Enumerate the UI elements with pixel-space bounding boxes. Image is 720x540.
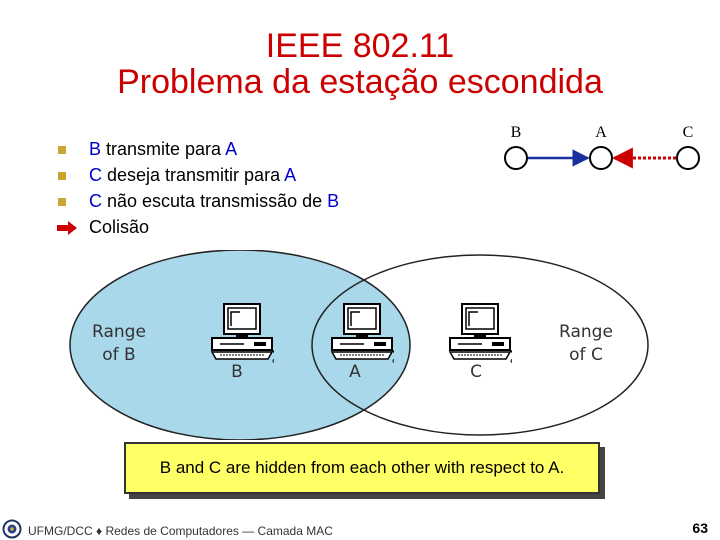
bullet-item: C deseja transmitir para A: [56, 162, 339, 188]
station-name: B: [327, 191, 340, 211]
station-a-label: A: [349, 362, 361, 382]
square-bullet-icon: [58, 198, 66, 206]
arrow-bullet-icon: [57, 221, 77, 235]
station-c-label: C: [470, 362, 482, 382]
bullet-text: transmite para: [101, 139, 226, 159]
station-b-label: B: [231, 362, 243, 382]
station-name: A: [225, 139, 238, 159]
range-b-label-2: of B: [102, 345, 135, 365]
bullet-text: não escuta transmissão de: [102, 191, 328, 211]
bullet-item: C não escuta transmissão de B: [56, 188, 339, 214]
square-bullet-icon: [58, 146, 66, 154]
range-c-label-1: Range: [559, 322, 613, 342]
hidden-station-schematic: B A C: [504, 124, 700, 170]
station-name: C: [89, 165, 102, 185]
station-name: C: [89, 191, 102, 211]
bullet-item: Colisão: [56, 214, 339, 240]
bullet-text: deseja transmitir para: [102, 165, 285, 185]
ufmg-logo-icon: [2, 519, 22, 539]
caption-box: B and C are hidden from each other with …: [124, 442, 600, 494]
range-of-c-area: [311, 254, 649, 436]
square-bullet-icon: [58, 172, 66, 180]
range-c-label-2: of C: [569, 345, 603, 365]
node-b-label: B: [511, 124, 522, 141]
node-a: [589, 146, 613, 170]
station-name: A: [284, 165, 297, 185]
node-c-label: C: [683, 124, 694, 141]
title-line-2: Problema da estação escondida: [117, 63, 603, 101]
page-number: 63: [692, 520, 708, 536]
bullet-item: B transmite para A: [56, 136, 339, 162]
range-diagram: Range of B Range of C B A C: [69, 250, 649, 440]
slide-title: IEEE 802.11 Problema da estação escondid…: [0, 28, 720, 100]
title-line-1: IEEE 802.11: [265, 27, 455, 65]
range-b-label-1: Range: [92, 322, 146, 342]
bullet-text: Colisão: [89, 217, 150, 237]
computer-c-icon: [449, 303, 512, 364]
node-c: [676, 146, 700, 170]
station-name: B: [89, 139, 102, 159]
node-a-label: A: [595, 124, 607, 141]
footer-text: UFMG/DCC ♦ Redes de Computadores — Camad…: [28, 524, 333, 538]
node-b: [504, 146, 528, 170]
